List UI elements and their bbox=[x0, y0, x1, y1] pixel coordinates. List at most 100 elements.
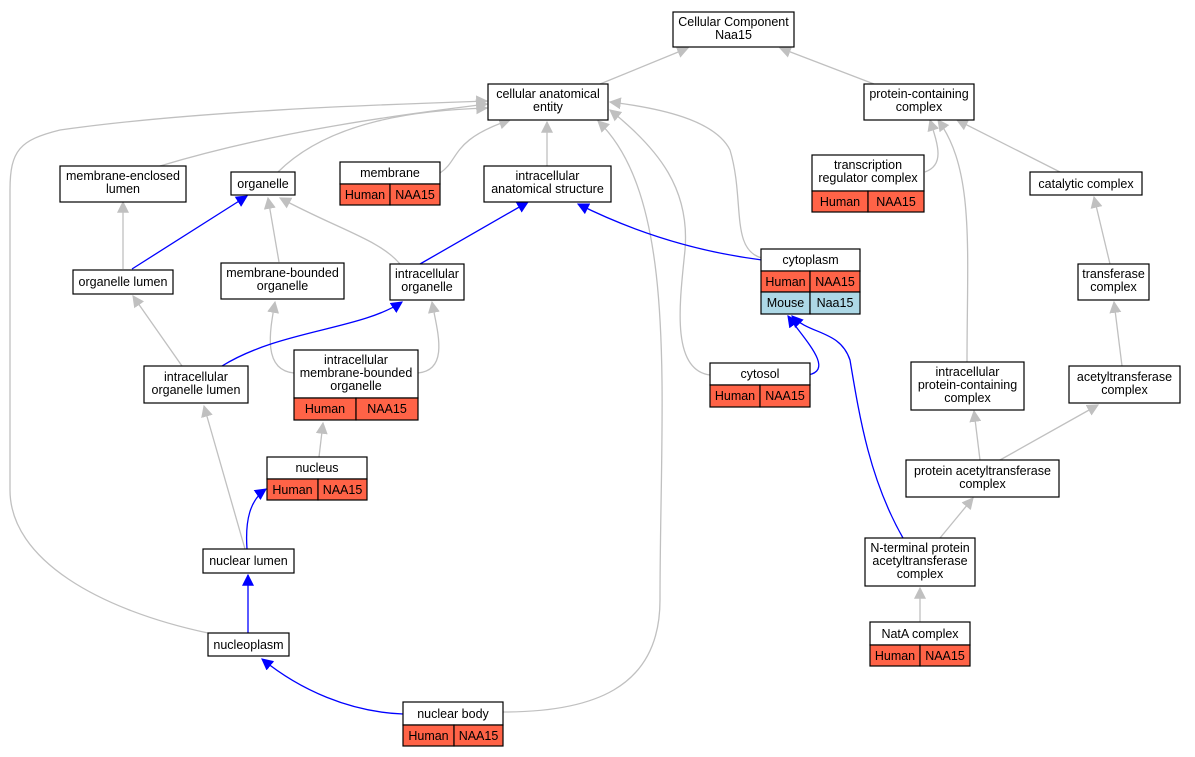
term-node[interactable]: nucleus Human NAA15 bbox=[266, 456, 368, 501]
term-node[interactable]: N-terminal protein acetyltransferase com… bbox=[864, 537, 976, 587]
edge-cyto-ias-highlight bbox=[576, 203, 763, 261]
term-node[interactable]: nuclear lumen bbox=[202, 548, 295, 574]
edge-pcc-root bbox=[778, 46, 875, 85]
term-node[interactable]: transcription regulator complex Human NA… bbox=[811, 154, 925, 213]
term-label: complex bbox=[896, 100, 943, 114]
term-label: organelle bbox=[401, 280, 452, 294]
term-label: complex bbox=[1101, 383, 1148, 397]
species-label: Human bbox=[408, 729, 448, 743]
term-label: cytoplasm bbox=[782, 253, 838, 267]
edge-actc-tfc bbox=[1109, 300, 1123, 367]
term-label: complex bbox=[897, 567, 944, 581]
term-label: intracellular bbox=[164, 370, 228, 384]
term-label: protein-containing bbox=[918, 378, 1017, 392]
edge-group bbox=[9, 46, 1123, 715]
gene-label: NAA15 bbox=[459, 729, 499, 743]
gene-cell bbox=[453, 724, 504, 747]
edge-trc-pcc bbox=[924, 118, 940, 173]
gene-label: NAA15 bbox=[395, 188, 435, 202]
term-label: organelle bbox=[330, 379, 381, 393]
edge-nbody-npl-highlight bbox=[261, 658, 404, 715]
term-label: membrane-enclosed bbox=[66, 169, 180, 183]
term-label: nucleus bbox=[295, 461, 338, 475]
term-node[interactable]: intracellular organelle lumen bbox=[143, 365, 249, 404]
gene-label: NAA15 bbox=[815, 275, 855, 289]
term-label: intracellular bbox=[936, 365, 1000, 379]
term-label: N-terminal protein bbox=[870, 541, 969, 555]
term-node[interactable]: organelle bbox=[230, 171, 296, 196]
term-label: complex bbox=[959, 477, 1006, 491]
edge-tfc-cat bbox=[1090, 195, 1111, 265]
term-node[interactable]: intracellular anatomical structure bbox=[483, 165, 612, 203]
edge-mem-cae bbox=[439, 117, 512, 174]
gene-label: Naa15 bbox=[817, 296, 854, 310]
edge-iol-orl bbox=[132, 295, 183, 367]
species-label: Human bbox=[875, 649, 915, 663]
term-label: membrane-bounded bbox=[226, 266, 339, 280]
edge-npl-cae bbox=[9, 95, 489, 634]
edge-cae-root bbox=[599, 46, 690, 85]
term-label: cellular anatomical bbox=[496, 87, 600, 101]
term-label: intracellular bbox=[324, 353, 388, 367]
term-label: nuclear body bbox=[417, 707, 489, 721]
edge-iorg-ias-highlight bbox=[419, 201, 530, 265]
term-node[interactable]: Cellular Component Naa15 bbox=[672, 11, 795, 48]
edge-ntp-cyto-highlight bbox=[791, 315, 904, 539]
species-label: Human bbox=[765, 275, 805, 289]
term-node[interactable]: cellular anatomical entity bbox=[487, 83, 609, 121]
edge-nbody-cae bbox=[502, 120, 663, 713]
term-node[interactable]: transferase complex bbox=[1077, 263, 1150, 301]
term-label: acetyltransferase bbox=[1077, 370, 1172, 384]
species-label: Human bbox=[820, 195, 860, 209]
term-node[interactable]: NatA complex Human NAA15 bbox=[869, 621, 971, 667]
term-node[interactable]: nuclear body Human NAA15 bbox=[402, 701, 504, 747]
edge-imbo-iorg bbox=[417, 300, 440, 374]
gene-cell bbox=[809, 291, 861, 315]
edge-nuc-imbo bbox=[315, 421, 328, 458]
term-label: Naa15 bbox=[715, 28, 752, 42]
edge-ntp-pac bbox=[939, 497, 974, 539]
edge-org-cae bbox=[277, 102, 489, 173]
edge-nlum-iol bbox=[201, 404, 246, 550]
term-label: organelle lumen bbox=[79, 275, 168, 289]
term-node[interactable]: nucleoplasm bbox=[207, 632, 290, 657]
term-label: regulator complex bbox=[818, 171, 918, 185]
term-label: lumen bbox=[106, 182, 140, 196]
species-label: Mouse bbox=[767, 296, 805, 310]
term-label: complex bbox=[1090, 280, 1137, 294]
term-node[interactable]: organelle lumen bbox=[72, 269, 174, 295]
edge-cytosol-cae bbox=[609, 109, 711, 376]
term-label: transferase bbox=[1082, 267, 1145, 281]
term-label: organelle bbox=[257, 279, 308, 293]
term-node[interactable]: catalytic complex bbox=[1029, 171, 1143, 196]
species-label: Human bbox=[715, 389, 755, 403]
term-label: protein acetyltransferase bbox=[914, 464, 1051, 478]
term-label: organelle bbox=[237, 177, 288, 191]
term-node[interactable]: intracellular membrane-bounded organelle… bbox=[293, 349, 419, 421]
term-node[interactable]: protein-containing complex bbox=[863, 83, 975, 121]
term-node[interactable]: membrane-bounded organelle bbox=[220, 262, 345, 300]
term-label: anatomical structure bbox=[491, 182, 604, 196]
term-node[interactable]: membrane Human NAA15 bbox=[339, 161, 441, 206]
term-node[interactable]: protein acetyltransferase complex bbox=[905, 459, 1060, 498]
term-node[interactable]: intracellular organelle bbox=[389, 263, 465, 301]
term-label: membrane-bounded bbox=[300, 366, 413, 380]
term-node[interactable]: cytosol Human NAA15 bbox=[709, 362, 811, 408]
term-node[interactable]: acetyltransferase complex bbox=[1068, 365, 1181, 404]
edge-mel-cae bbox=[159, 99, 489, 167]
term-label: nuclear lumen bbox=[209, 554, 288, 568]
term-node[interactable]: membrane-enclosed lumen bbox=[59, 165, 187, 203]
edge-nlum-nuc-highlight bbox=[245, 488, 267, 550]
term-label: membrane bbox=[360, 166, 420, 180]
species-label: Human bbox=[305, 402, 345, 416]
term-label: NatA complex bbox=[881, 627, 959, 641]
term-node[interactable]: cytoplasm Human NAA15 Mouse Naa15 bbox=[760, 248, 861, 315]
gene-label: NAA15 bbox=[323, 483, 363, 497]
term-label: organelle lumen bbox=[152, 383, 241, 397]
edge-iorg-org bbox=[278, 197, 401, 265]
edge-mbo-org bbox=[263, 196, 280, 263]
gene-cell bbox=[317, 478, 368, 501]
term-node[interactable]: intracellular protein-containing complex bbox=[910, 361, 1025, 411]
term-label: protein-containing bbox=[869, 87, 968, 101]
term-label: Cellular Component bbox=[678, 15, 789, 29]
